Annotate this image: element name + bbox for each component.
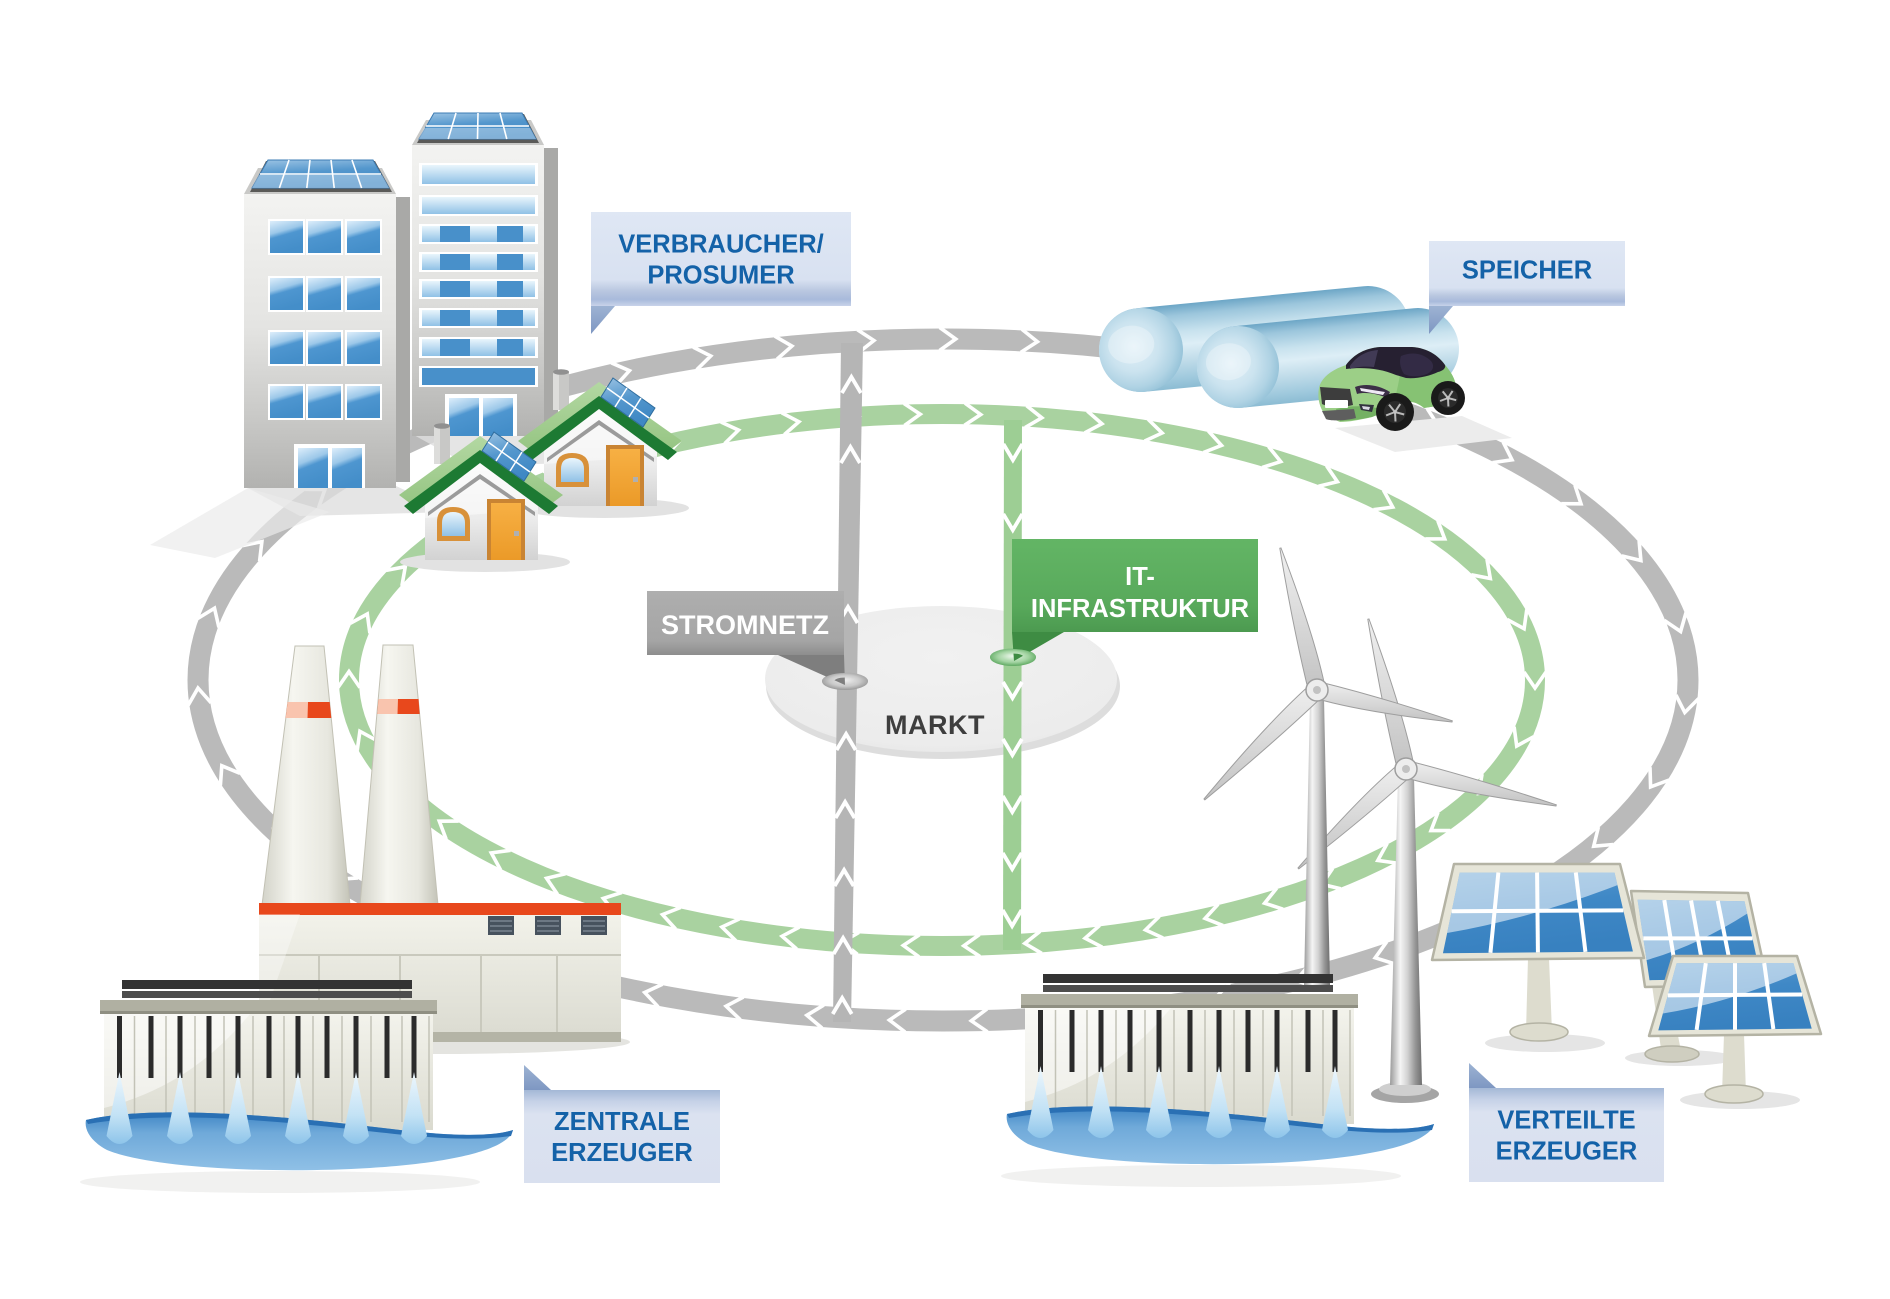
svg-text:IT-: IT-: [1125, 563, 1155, 591]
svg-text:ERZEUGER: ERZEUGER: [551, 1139, 693, 1167]
svg-text:INFRASTRUKTUR: INFRASTRUKTUR: [1031, 595, 1249, 623]
svg-text:STROMNETZ: STROMNETZ: [661, 610, 829, 640]
svg-text:MARKT: MARKT: [885, 710, 985, 740]
svg-text:ERZEUGER: ERZEUGER: [1496, 1138, 1638, 1166]
svg-text:PROSUMER: PROSUMER: [647, 262, 794, 290]
svg-text:VERTEILTE: VERTEILTE: [1497, 1107, 1635, 1135]
svg-text:SPEICHER: SPEICHER: [1462, 257, 1592, 285]
svg-text:VERBRAUCHER/: VERBRAUCHER/: [618, 231, 823, 259]
svg-text:ZENTRALE: ZENTRALE: [554, 1108, 690, 1136]
